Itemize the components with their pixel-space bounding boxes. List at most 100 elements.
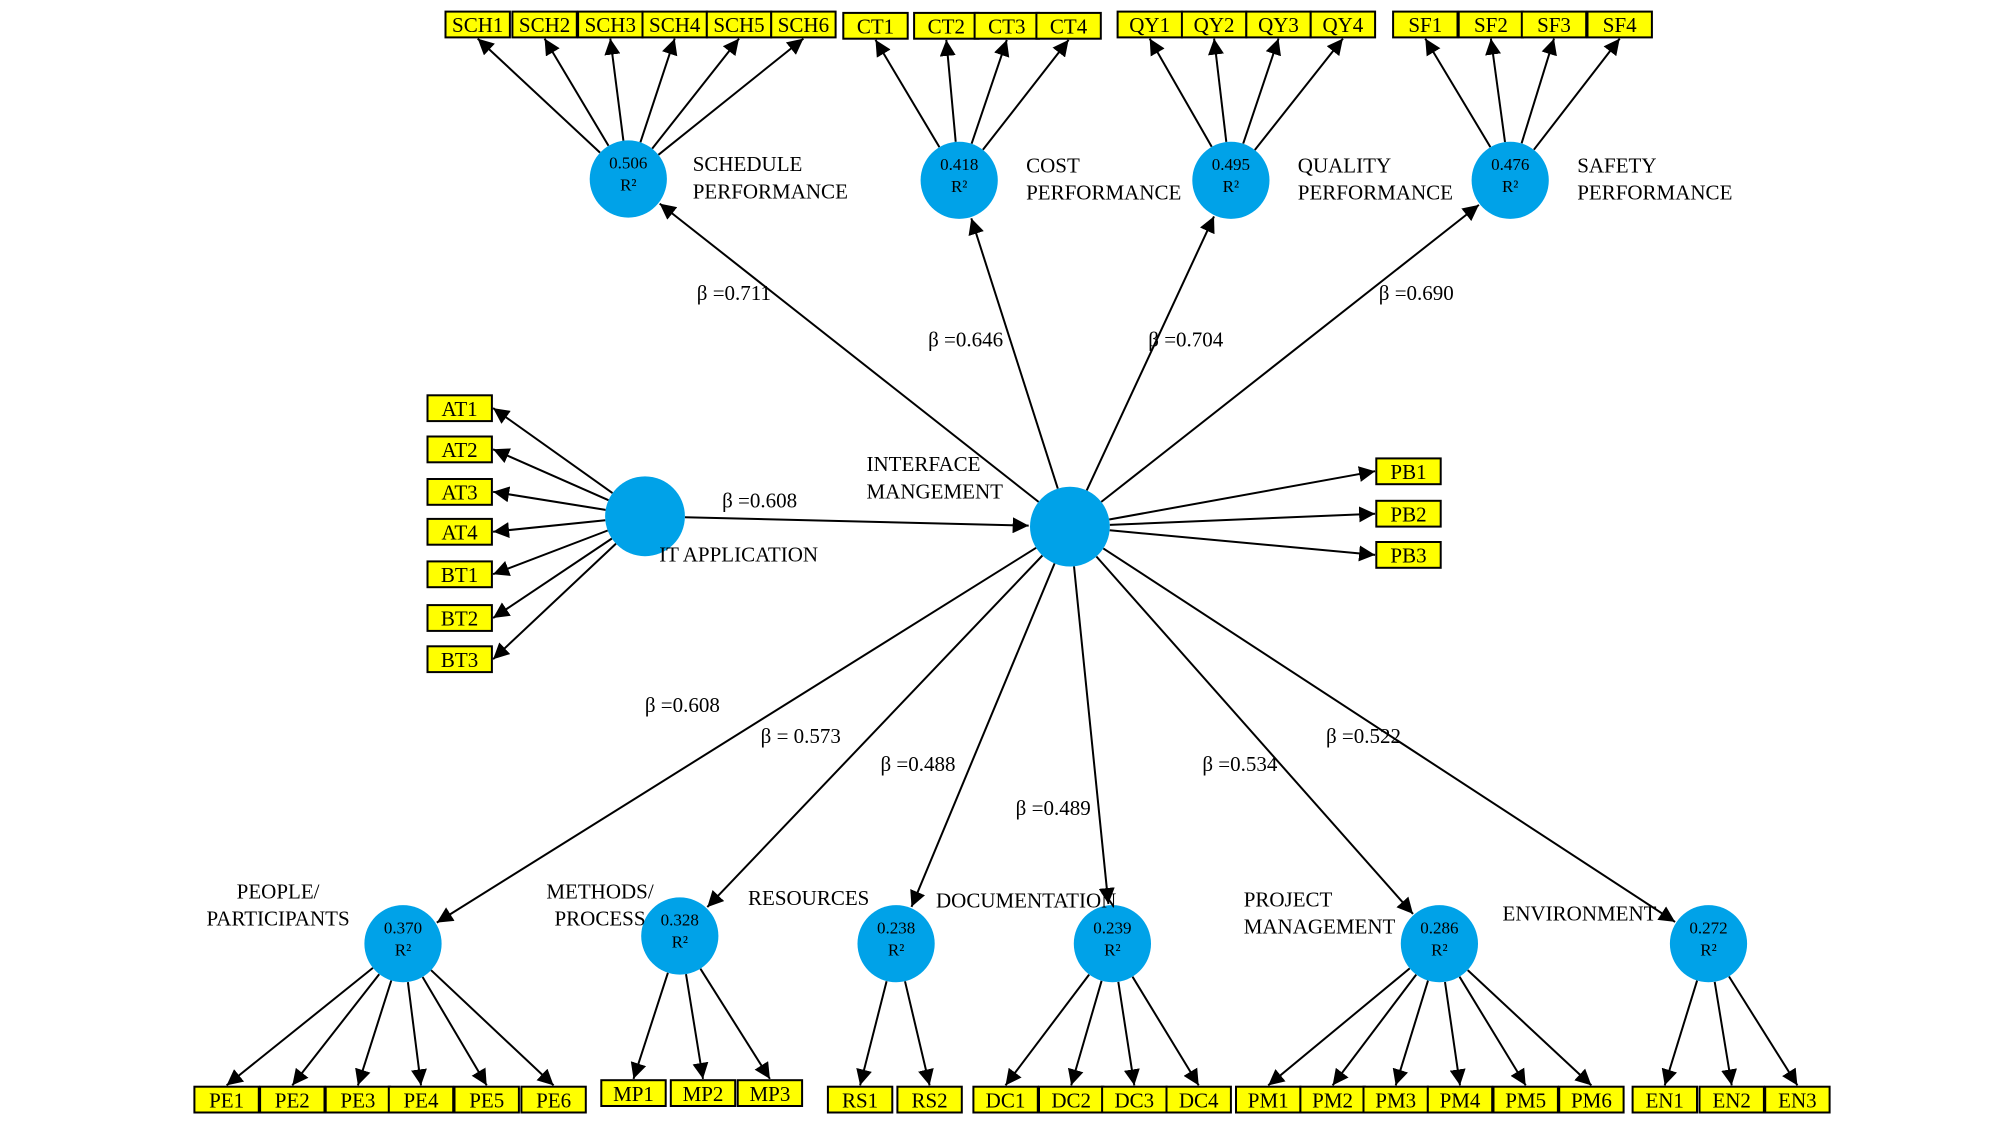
indicator-label: PM3 [1375, 1088, 1416, 1112]
r-squared-symbol: R² [1431, 940, 1447, 959]
indicator-label: AT4 [442, 521, 479, 545]
indicator-sf2: SF2 [1457, 10, 1525, 39]
indicator-label: QY4 [1322, 13, 1363, 37]
construct-name-sf: PERFORMANCE [1577, 181, 1732, 205]
loading-pm6 [1467, 969, 1593, 1087]
indicator-label: PE5 [469, 1088, 504, 1112]
indicator-box [1101, 1085, 1168, 1114]
indicator-pe2: PE2 [259, 1085, 326, 1114]
r-squared-value: 0.328 [661, 911, 699, 930]
r-squared-value: 0.238 [877, 918, 915, 937]
indicator-label: PE6 [536, 1088, 571, 1112]
edges-layer [225, 37, 1799, 1087]
indicator-box [426, 435, 493, 464]
loading-pb1 [1109, 466, 1376, 521]
indicator-dc1: DC1 [972, 1085, 1039, 1114]
indicator-box [426, 645, 493, 674]
indicator-label: EN1 [1645, 1088, 1684, 1112]
path-im-pe [436, 546, 1037, 924]
indicator-pm3: PM3 [1362, 1085, 1429, 1114]
indicator-box [453, 1085, 520, 1114]
loading-mp3 [699, 968, 771, 1080]
loading-pm4 [1444, 981, 1466, 1086]
loading-dc4 [1131, 976, 1200, 1086]
indicator-label: QY2 [1194, 13, 1235, 37]
indicator-box [1035, 11, 1102, 40]
indicator-label: SCH3 [585, 13, 636, 37]
construct-im [1030, 486, 1110, 567]
loading-at2 [492, 448, 609, 502]
r-squared-value: 0.418 [940, 155, 978, 174]
indicator-pe3: PE3 [324, 1085, 392, 1114]
loading-qy3 [1242, 38, 1281, 144]
indicator-box [426, 560, 493, 589]
indicator-label: PB2 [1390, 502, 1426, 526]
r-squared-value: 0.370 [384, 918, 422, 937]
indicator-label: SCH1 [452, 13, 503, 37]
indicator-label: CT1 [857, 15, 894, 39]
construct-name-sf: SAFETY [1577, 154, 1656, 178]
r-squared-value: 0.495 [1212, 155, 1250, 174]
indicator-bt1: BT1 [426, 560, 493, 589]
indicator-label: PM1 [1248, 1088, 1289, 1112]
construct-circle [857, 905, 935, 983]
indicator-box [444, 10, 511, 39]
loading-pm1 [1267, 967, 1411, 1087]
construct-circle [605, 476, 685, 557]
indicator-at4: AT4 [426, 517, 493, 546]
r-squared-value: 0.286 [1420, 918, 1458, 937]
indicator-box [1631, 1085, 1698, 1114]
r-squared-symbol: R² [1223, 177, 1239, 196]
construct-circle [1669, 905, 1748, 983]
indicator-qy3: QY3 [1245, 10, 1312, 39]
indicator-box [1116, 10, 1183, 39]
indicator-pm1: PM1 [1235, 1085, 1302, 1114]
path-it-im [684, 516, 1029, 534]
loading-pm5 [1458, 976, 1527, 1086]
indicator-ct4: CT4 [1035, 11, 1102, 40]
loading-sch3 [604, 38, 625, 141]
construct-name-sch: PERFORMANCE [693, 179, 848, 203]
construct-name-qy: PERFORMANCE [1298, 181, 1453, 205]
path-coefficient-im: β =0.608 [722, 488, 797, 512]
indicator-box [511, 10, 578, 39]
indicator-label: CT2 [928, 15, 965, 39]
construct-it [605, 476, 685, 557]
indicator-box [1375, 457, 1442, 486]
indicator-pe4: PE4 [387, 1085, 455, 1114]
loading-pe2 [291, 973, 380, 1087]
construct-circle [1471, 141, 1549, 219]
indicator-at2: AT2 [426, 435, 493, 464]
indicator-box [1426, 1085, 1494, 1114]
path-im-rs [910, 563, 1056, 908]
construct-circle [364, 905, 442, 983]
indicator-box [1309, 10, 1377, 39]
path-coefficient-ct: β =0.646 [928, 327, 1003, 351]
indicator-box [705, 10, 773, 39]
construct-circle [1030, 486, 1110, 567]
indicator-label: CT4 [1050, 15, 1088, 39]
indicator-label: PM6 [1571, 1088, 1612, 1112]
construct-name-im: MANGEMENT [867, 479, 1004, 503]
construct-circle [641, 897, 719, 975]
indicator-box [1362, 1085, 1429, 1114]
loading-pe5 [421, 976, 488, 1086]
indicator-sf1: SF1 [1392, 10, 1459, 39]
path-coefficient-rs: β =0.488 [880, 752, 955, 776]
indicator-box [1392, 10, 1459, 39]
indicator-pm6: PM6 [1558, 1085, 1625, 1114]
indicator-label: RS2 [912, 1088, 948, 1112]
indicator-box [736, 1079, 804, 1107]
indicator-pb3: PB3 [1375, 541, 1442, 569]
loading-bt1 [492, 529, 609, 576]
r-squared-symbol: R² [888, 940, 904, 959]
loading-ct2 [939, 39, 957, 142]
indicator-label: DC1 [986, 1088, 1026, 1112]
construct-name-qy: QUALITY [1298, 154, 1391, 178]
indicator-label: AT1 [442, 397, 478, 421]
loading-ct1 [874, 39, 941, 148]
